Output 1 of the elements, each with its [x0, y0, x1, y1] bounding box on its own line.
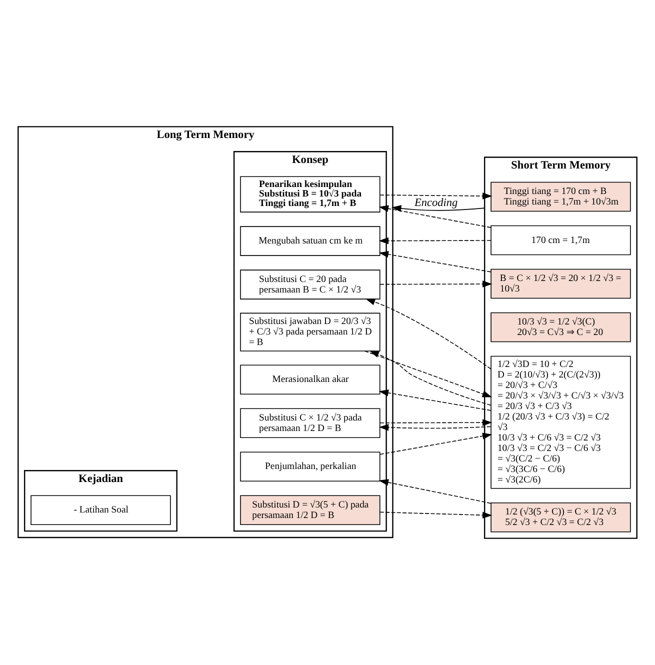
edge-label: Encoding — [414, 196, 458, 209]
